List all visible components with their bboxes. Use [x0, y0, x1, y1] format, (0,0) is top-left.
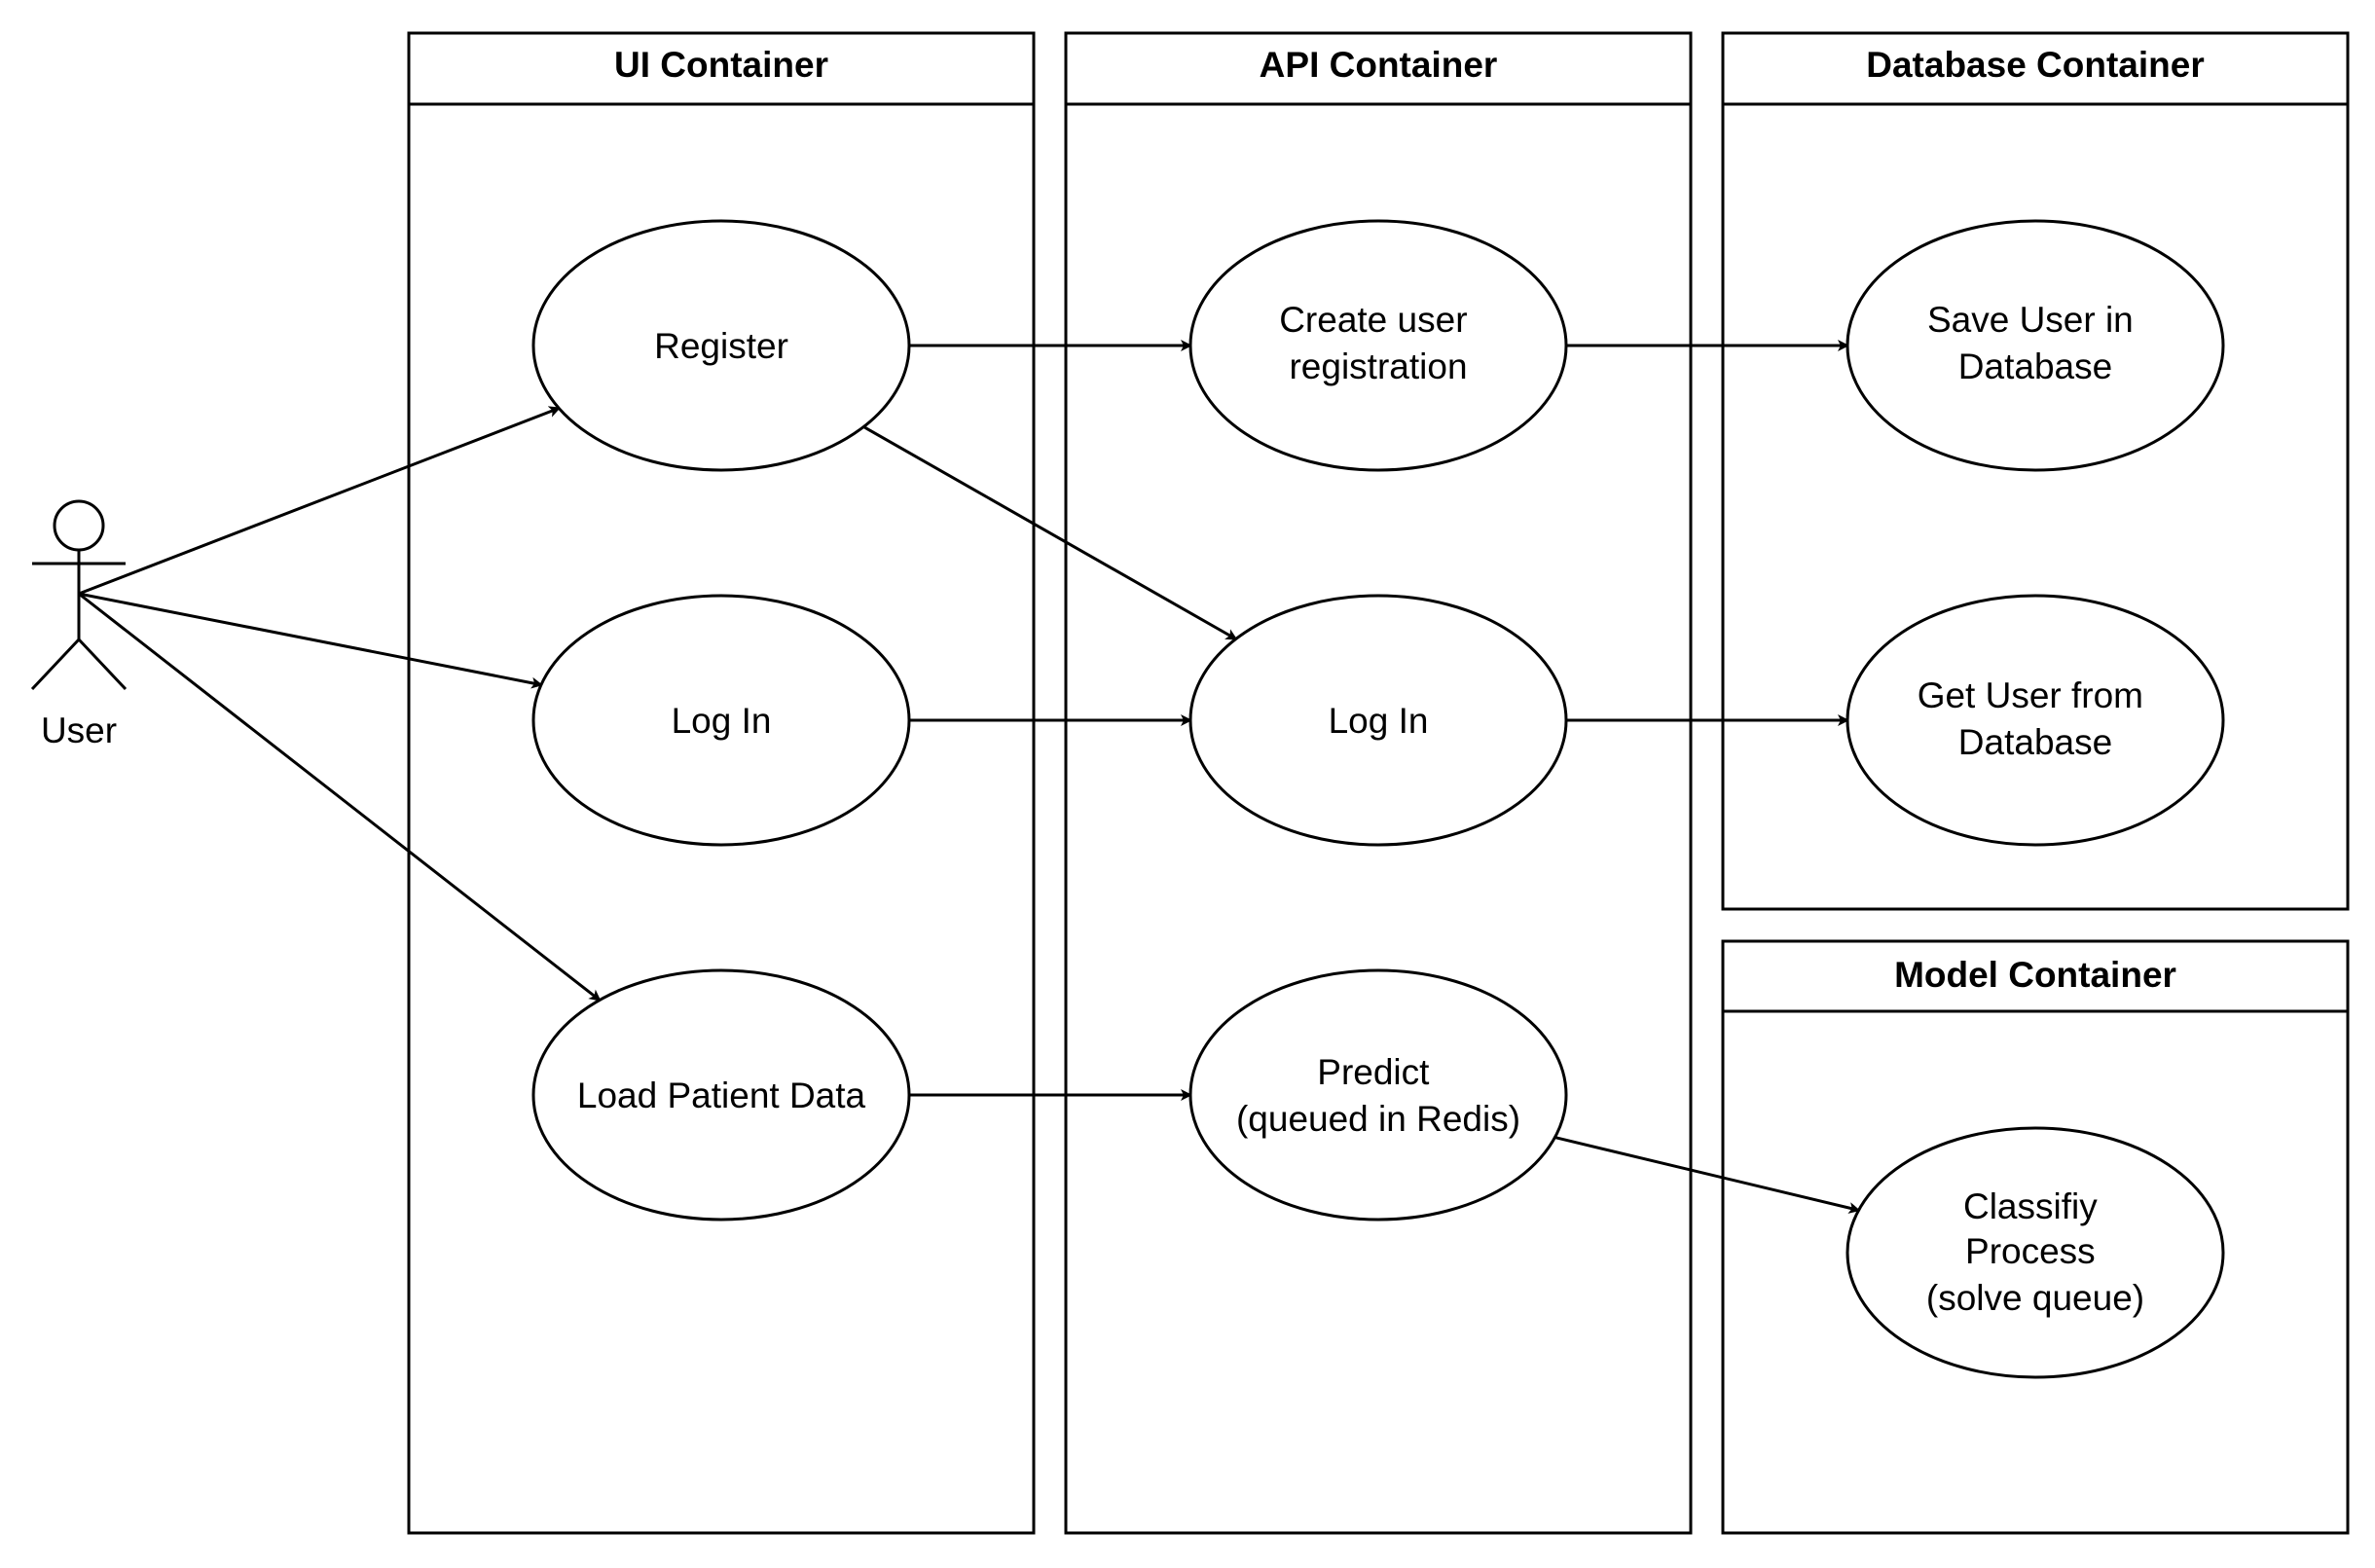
actor-user-label: User	[41, 711, 117, 750]
actor-user[interactable]: User	[30, 499, 128, 750]
use-case-register-label: Register	[654, 326, 788, 366]
use-case-create-user-registration-label: Create user registration	[1279, 300, 1478, 386]
edge-register-to-api-login	[862, 425, 1238, 640]
actor-right-leg	[77, 638, 128, 691]
use-case-ui-login[interactable]: Log In	[531, 594, 911, 847]
edge-predict-to-classify	[1554, 1136, 1861, 1214]
use-case-predict[interactable]: Predict (queued in Redis)	[1188, 968, 1568, 1222]
api-container-title: API Container	[1260, 45, 1498, 85]
use-case-create-user-registration[interactable]: Create user registration	[1188, 219, 1568, 472]
edge-actor-to-register	[78, 406, 562, 596]
edge-actor-to-load-patient	[78, 592, 602, 1002]
use-case-classify-process-label: Classifiy Process (solve queue)	[1926, 1186, 2144, 1318]
use-case-api-login-label: Log In	[1329, 701, 1429, 741]
model-container-title: Model Container	[1894, 955, 2176, 995]
database-container-title: Database Container	[1866, 45, 2205, 85]
use-case-classify-process[interactable]: Classifiy Process (solve queue)	[1845, 1126, 2225, 1379]
use-case-api-login[interactable]: Log In	[1188, 594, 1568, 847]
use-case-ui-login-label: Log In	[672, 701, 772, 741]
use-case-get-user-from-database[interactable]: Get User from Database	[1845, 594, 2225, 847]
use-case-save-user-in-database-label: Save User in Database	[1927, 300, 2143, 386]
ui-container-title: UI Container	[614, 45, 828, 85]
actor-left-leg	[30, 638, 81, 691]
use-case-load-patient-data[interactable]: Load Patient Data	[531, 968, 911, 1222]
edge-actor-to-ui-login	[78, 592, 543, 689]
use-case-get-user-from-database-label: Get User from Database	[1918, 675, 2154, 762]
actor-head	[53, 499, 105, 552]
use-case-save-user-in-database[interactable]: Save User in Database	[1845, 219, 2225, 472]
use-case-predict-label: Predict (queued in Redis)	[1236, 1052, 1520, 1139]
use-case-load-patient-data-label: Load Patient Data	[577, 1076, 866, 1115]
use-case-register[interactable]: Register	[531, 219, 911, 472]
edges	[78, 340, 1861, 1214]
